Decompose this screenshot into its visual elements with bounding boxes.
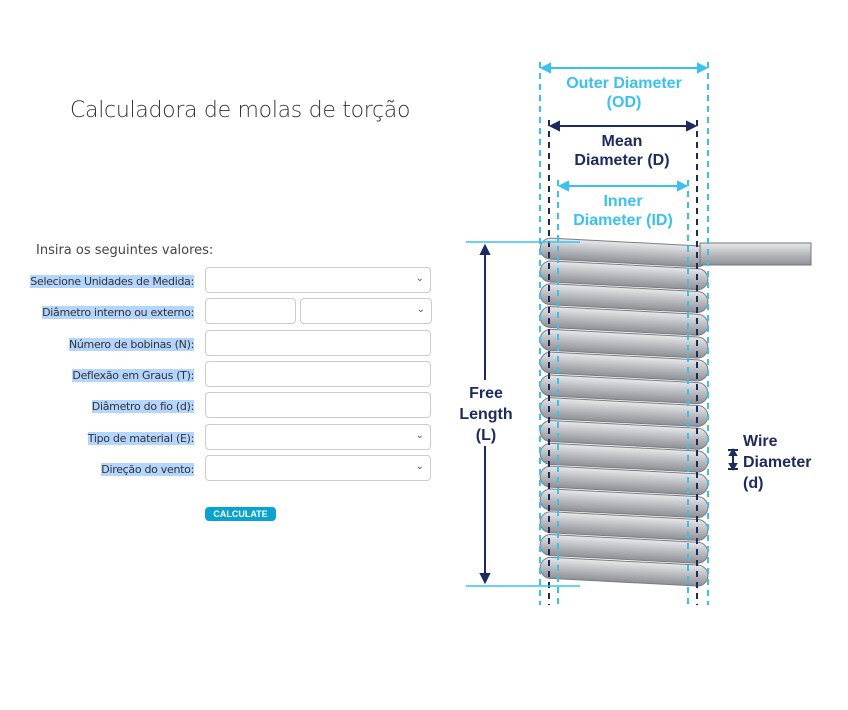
material-select[interactable]: ⌄ [205, 424, 431, 450]
spring-coil [539, 534, 709, 564]
guide-lines [539, 62, 709, 605]
wire-label-2: Diameter [743, 454, 811, 471]
chevron-down-icon: ⌄ [416, 304, 425, 315]
mean-label-1: Mean [602, 133, 643, 150]
wire-label-1: Wire [743, 433, 778, 450]
material-label: Tipo de material (E): [87, 432, 194, 445]
page-title: Calculadora de molas de torção [70, 98, 411, 123]
wire-input[interactable] [205, 392, 431, 418]
spring-coil [539, 260, 709, 291]
units-row: Selecione Unidades de Medida: ⌄ [0, 267, 440, 297]
mean-label-2: Diameter (D) [574, 152, 669, 169]
wire-label-3: (d) [743, 475, 763, 492]
spring-coil [539, 556, 709, 587]
wire-row: Diâmetro do fio (d): [0, 392, 440, 422]
free-length-label: Free Length (L) [452, 380, 518, 446]
units-select[interactable]: ⌄ [205, 267, 431, 293]
chevron-down-icon: ⌄ [415, 461, 424, 472]
od-label-2: (OD) [607, 94, 642, 111]
chevron-down-icon: ⌄ [415, 430, 424, 441]
od-label-1: Outer Diameter [566, 75, 682, 92]
diameter-row: Diâmetro interno ou externo: ⌄ [0, 298, 440, 328]
calculate-button[interactable]: CALCULATE [205, 507, 276, 521]
chevron-down-icon: ⌄ [415, 273, 424, 284]
wind-direction-select[interactable]: ⌄ [205, 455, 431, 481]
spring-coils [539, 237, 709, 587]
diameter-label: Diâmetro interno ou externo: [42, 306, 194, 319]
wind-direction-label: Direção do vento: [101, 463, 194, 476]
deflection-input[interactable] [205, 361, 431, 387]
wire-label: Diâmetro do fio (d): [91, 400, 194, 413]
id-label-2: Diameter (ID) [573, 212, 673, 229]
id-label-1: Inner [603, 193, 642, 210]
coils-label: Número de bobinas (N): [68, 338, 194, 351]
diameter-type-select[interactable]: ⌄ [300, 298, 432, 324]
coils-row: Número de bobinas (N): [0, 330, 440, 360]
units-label: Selecione Unidades de Medida: [30, 275, 194, 288]
free-label-2: Length [459, 406, 512, 423]
spring-coil [539, 511, 709, 541]
coils-input[interactable] [205, 330, 431, 356]
material-row: Tipo de material (E): ⌄ [0, 424, 440, 454]
free-label-3: (L) [476, 427, 496, 444]
diameter-input[interactable] [205, 298, 296, 324]
intro-text: Insira os seguintes valores: [36, 243, 214, 258]
spring-leg [699, 242, 812, 266]
wind-direction-row: Direção do vento: ⌄ [0, 455, 440, 485]
deflection-row: Deflexão em Graus (T): [0, 361, 440, 391]
free-label-1: Free [469, 385, 503, 402]
deflection-label: Deflexão em Graus (T): [72, 369, 194, 382]
